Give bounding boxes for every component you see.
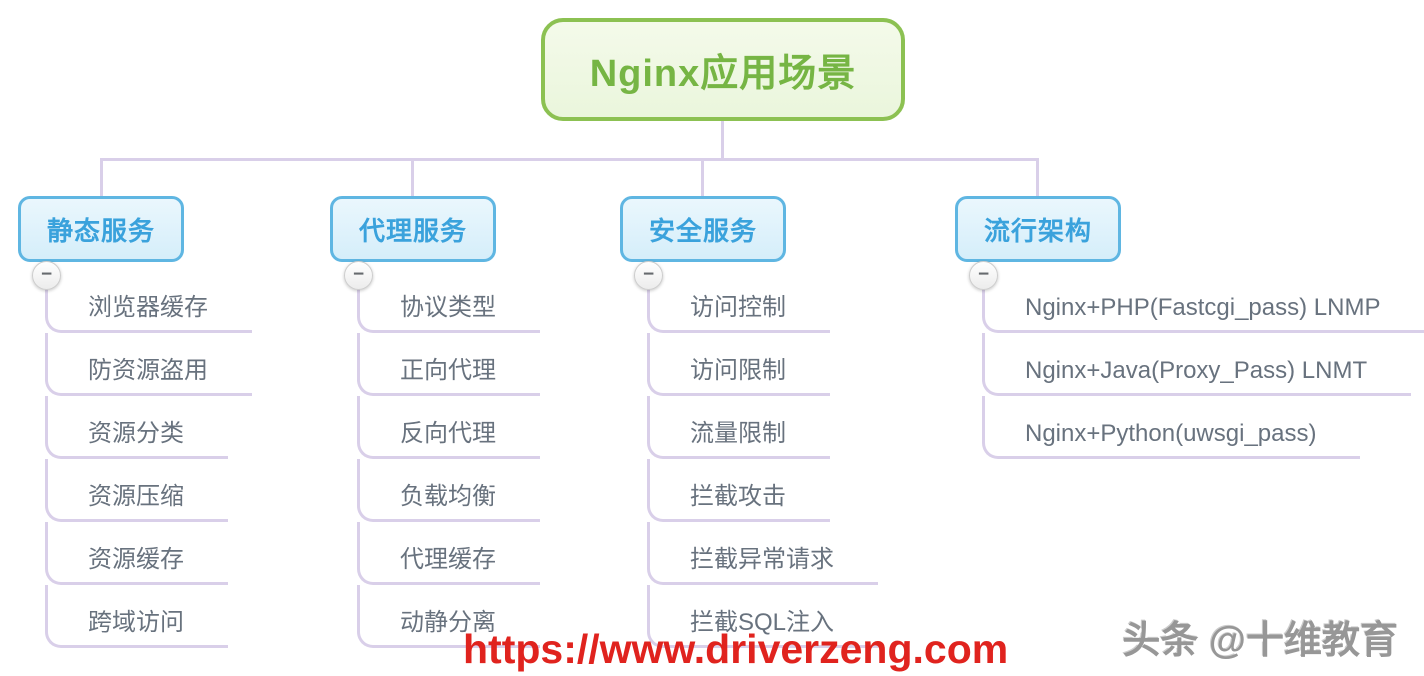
leaf-list-proxy: 协议类型 正向代理 反向代理 负载均衡 代理缓存 动静分离 [357, 270, 540, 648]
collapse-button[interactable]: − [344, 261, 373, 290]
branch-label: 代理服务 [358, 215, 467, 246]
watermark-url: https://www.driverzeng.com [463, 626, 1009, 672]
leaf-node[interactable]: 资源分类 [45, 396, 228, 459]
leaf-label: 动静分离 [400, 608, 496, 636]
collapse-button[interactable]: − [634, 261, 663, 290]
root-label: Nginx应用场景 [589, 53, 857, 95]
branch-label: 安全服务 [648, 215, 757, 246]
leaf-node[interactable]: 拦截异常请求 [647, 522, 878, 585]
minus-icon: − [40, 264, 53, 285]
branch-group-proxy: 代理服务 协议类型 正向代理 反向代理 负载均衡 代理缓存 动静分离 − [330, 196, 540, 648]
leaf-node[interactable]: 反向代理 [357, 396, 540, 459]
leaf-list-security: 访问控制 访问限制 流量限制 拦截攻击 拦截异常请求 拦截SQL注入 [647, 270, 879, 648]
leaf-label: 拦截攻击 [690, 482, 786, 510]
leaf-node[interactable]: 拦截SQL注入 [647, 585, 879, 648]
leaf-node[interactable]: 资源缓存 [45, 522, 228, 585]
leaf-node[interactable]: Nginx+Python(uwsgi_pass) [982, 396, 1361, 459]
leaf-label: 浏览器缓存 [88, 293, 208, 321]
leaf-label: Nginx+Java(Proxy_Pass) LNMT [1025, 356, 1368, 384]
connector-drop-security [701, 158, 704, 196]
leaf-node[interactable]: 动静分离 [357, 585, 540, 648]
collapse-button[interactable]: − [32, 261, 61, 290]
branch-node-arch[interactable]: 流行架构 [955, 196, 1121, 262]
leaf-label: 拦截SQL注入 [690, 608, 835, 636]
leaf-node[interactable]: Nginx+PHP(Fastcgi_pass) LNMP [982, 270, 1424, 333]
leaf-label: 拦截异常请求 [690, 545, 834, 573]
branch-node-static[interactable]: 静态服务 [18, 196, 184, 262]
leaf-label: 防资源盗用 [88, 356, 208, 384]
leaf-node[interactable]: 浏览器缓存 [45, 270, 252, 333]
leaf-label: 资源压缩 [88, 482, 184, 510]
minus-icon: − [352, 264, 365, 285]
leaf-label: 资源分类 [88, 419, 184, 447]
branch-node-proxy[interactable]: 代理服务 [330, 196, 496, 262]
leaf-label: 代理缓存 [400, 545, 496, 573]
leaf-node[interactable]: 访问控制 [647, 270, 830, 333]
leaf-label: 正向代理 [400, 356, 496, 384]
leaf-node[interactable]: Nginx+Java(Proxy_Pass) LNMT [982, 333, 1412, 396]
leaf-label: 负载均衡 [400, 482, 496, 510]
leaf-node[interactable]: 拦截攻击 [647, 459, 830, 522]
leaf-label: 访问限制 [690, 356, 786, 384]
leaf-node[interactable]: 代理缓存 [357, 522, 540, 585]
leaf-node[interactable]: 正向代理 [357, 333, 540, 396]
leaf-node[interactable]: 防资源盗用 [45, 333, 252, 396]
branch-label: 流行架构 [983, 215, 1092, 246]
connector-horizontal-bus [100, 158, 1039, 161]
leaf-label: 访问控制 [690, 293, 786, 321]
leaf-label: 协议类型 [400, 293, 496, 321]
leaf-node[interactable]: 协议类型 [357, 270, 540, 333]
leaf-label: 资源缓存 [88, 545, 184, 573]
branch-node-security[interactable]: 安全服务 [620, 196, 786, 262]
leaf-label: 跨域访问 [88, 608, 184, 636]
leaf-node[interactable]: 资源压缩 [45, 459, 228, 522]
branch-group-static: 静态服务 浏览器缓存 防资源盗用 资源分类 资源压缩 资源缓存 跨域访问 − [18, 196, 252, 648]
leaf-label: Nginx+Python(uwsgi_pass) [1025, 419, 1317, 447]
leaf-node[interactable]: 跨域访问 [45, 585, 228, 648]
leaf-node[interactable]: 访问限制 [647, 333, 830, 396]
leaf-label: Nginx+PHP(Fastcgi_pass) LNMP [1025, 293, 1381, 321]
connector-drop-static [100, 158, 103, 196]
leaf-label: 反向代理 [400, 419, 496, 447]
connector-root-stem [721, 121, 724, 158]
leaf-list-static: 浏览器缓存 防资源盗用 资源分类 资源压缩 资源缓存 跨域访问 [45, 270, 252, 648]
leaf-list-arch: Nginx+PHP(Fastcgi_pass) LNMP Nginx+Java(… [982, 270, 1424, 459]
branch-label: 静态服务 [46, 215, 155, 246]
leaf-label: 流量限制 [690, 419, 786, 447]
minus-icon: − [642, 264, 655, 285]
branch-group-security: 安全服务 访问控制 访问限制 流量限制 拦截攻击 拦截异常请求 拦截SQL注入 … [620, 196, 879, 648]
watermark-credit: 头条 @十维教育 [1122, 620, 1398, 662]
leaf-node[interactable]: 流量限制 [647, 396, 830, 459]
connector-drop-arch [1036, 158, 1039, 196]
collapse-button[interactable]: − [969, 261, 998, 290]
root-node[interactable]: Nginx应用场景 [541, 18, 905, 121]
branch-group-arch: 流行架构 Nginx+PHP(Fastcgi_pass) LNMP Nginx+… [955, 196, 1424, 459]
minus-icon: − [977, 264, 990, 285]
leaf-node[interactable]: 负载均衡 [357, 459, 540, 522]
connector-drop-proxy [411, 158, 414, 196]
